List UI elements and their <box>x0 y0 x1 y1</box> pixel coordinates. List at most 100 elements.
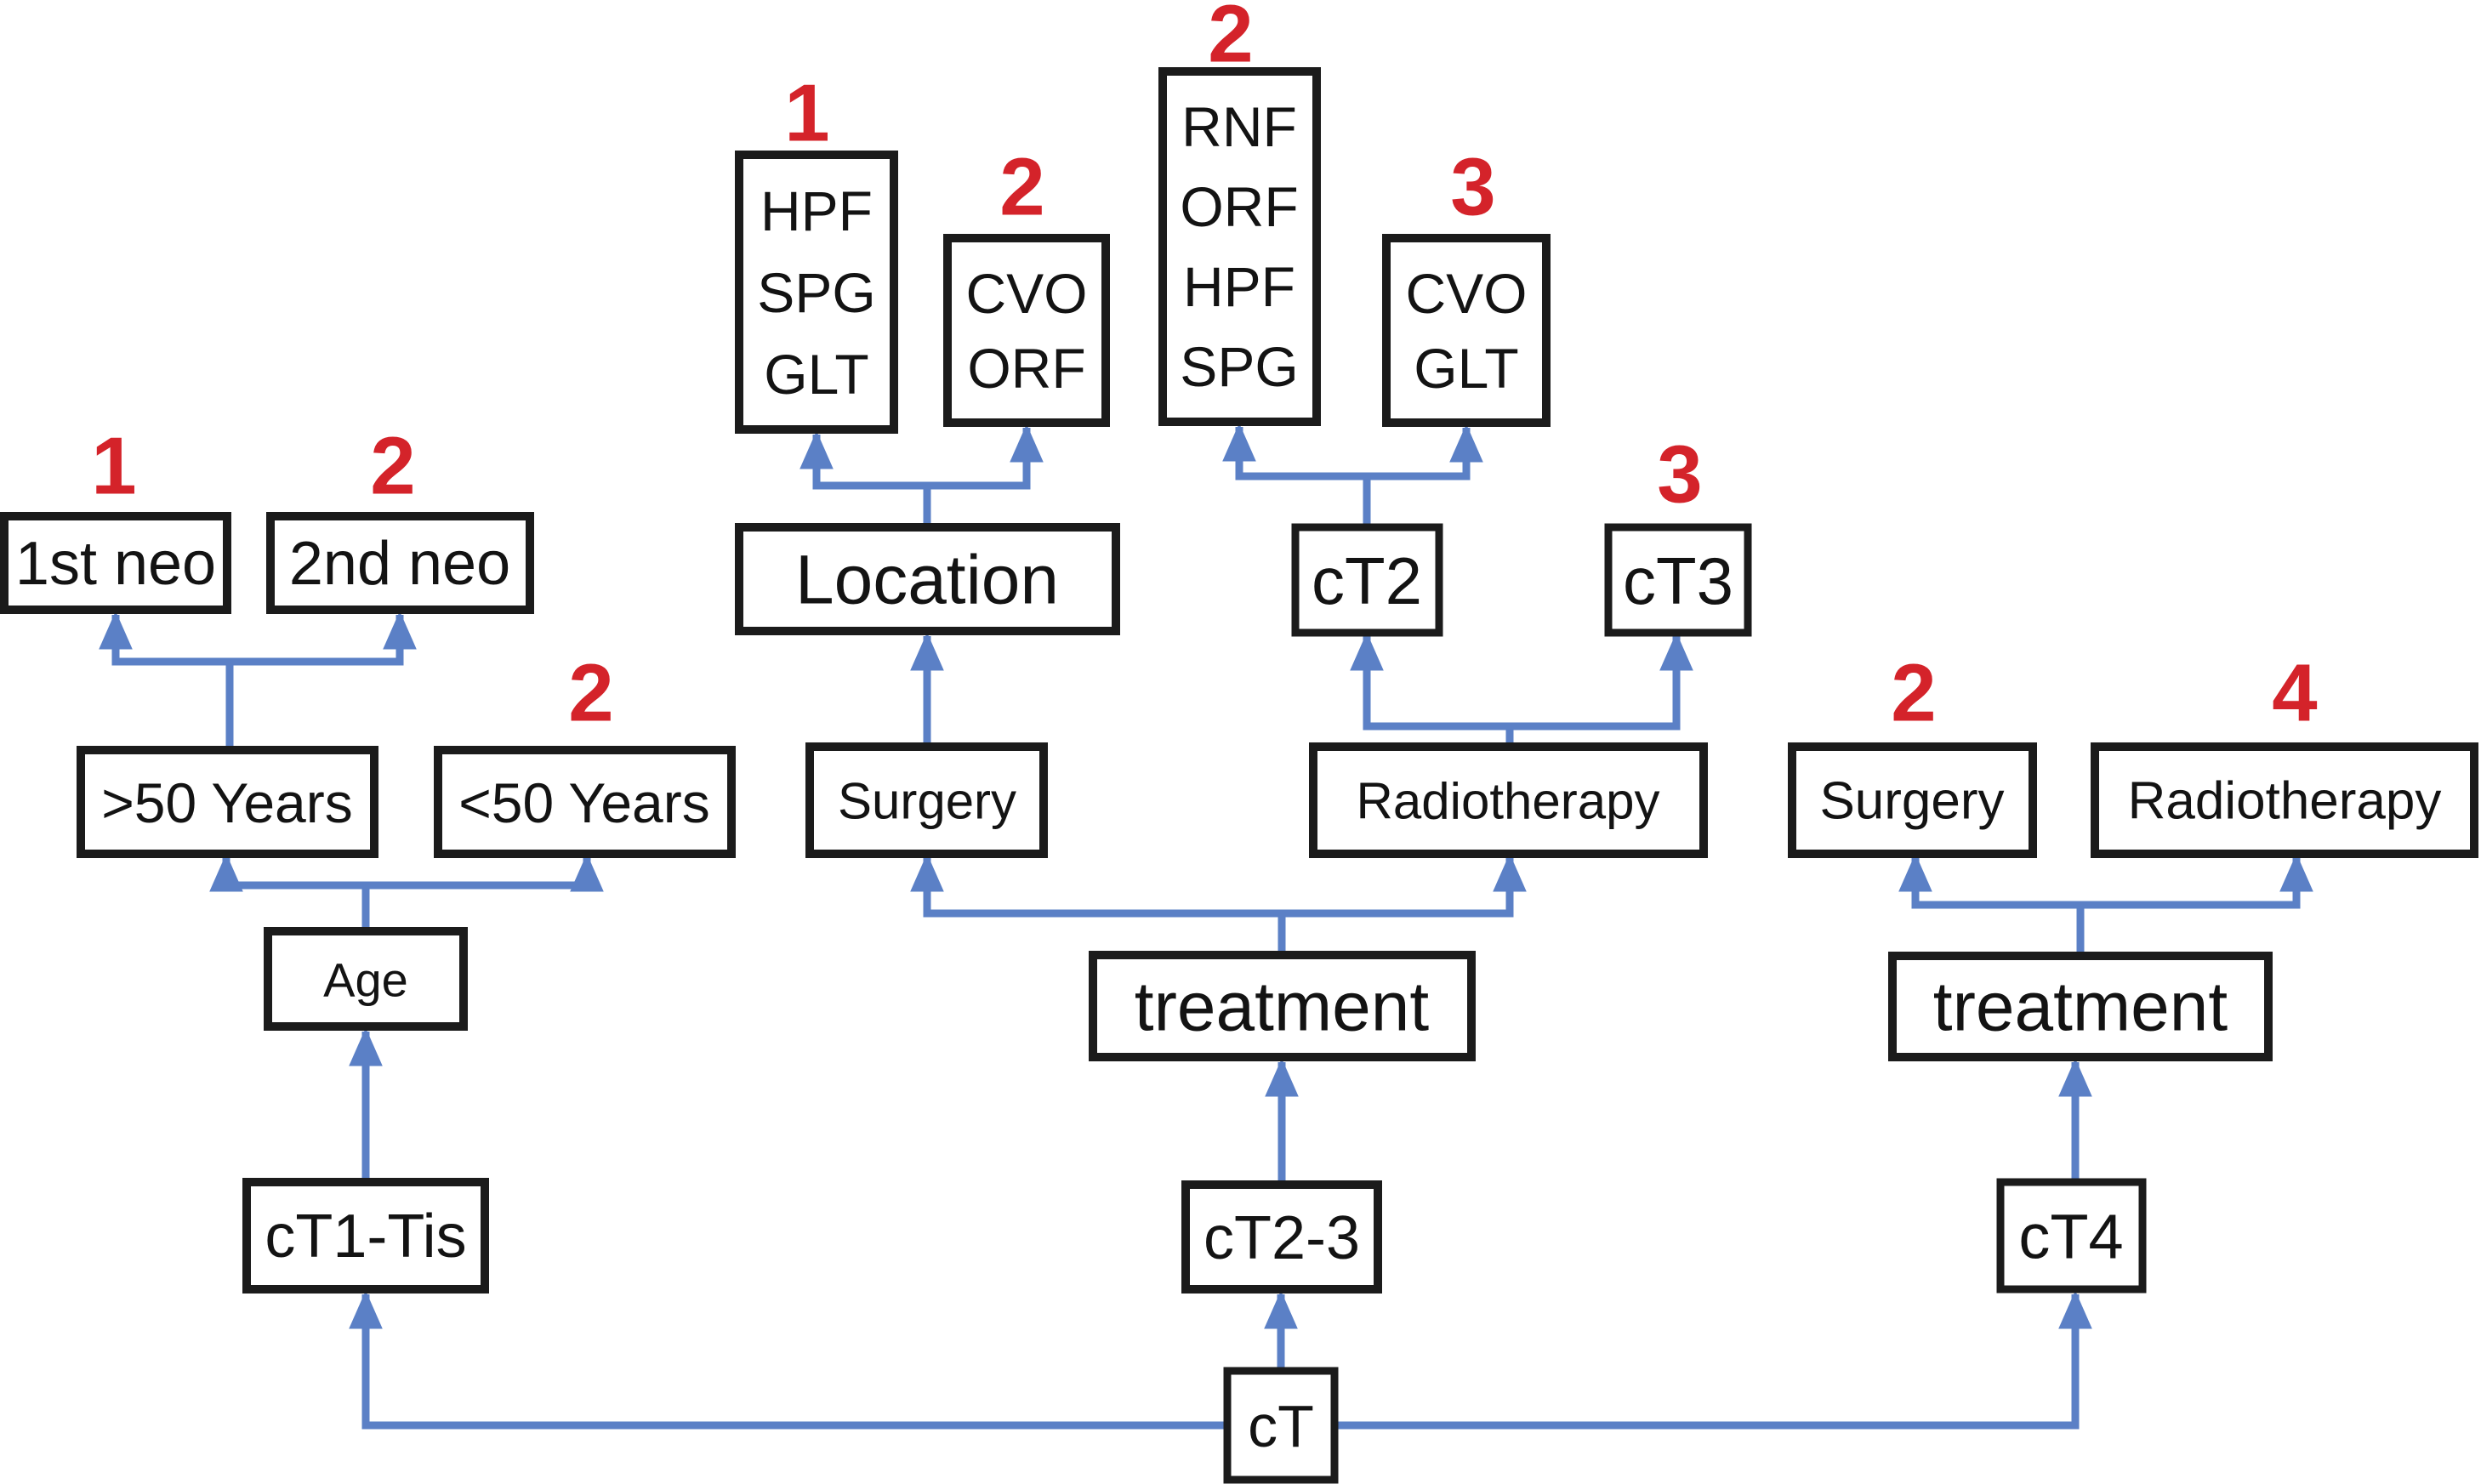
protocol-rnf-line: RNF <box>1181 95 1297 158</box>
node-surgery-middle: Surgery <box>805 742 1048 858</box>
protocol-cvo-orf-line: ORF <box>967 337 1085 400</box>
ct3-box <box>1604 523 1752 637</box>
edge-treatment-mid-to-radiotherapy-mid <box>1282 853 1527 918</box>
node-treatment-middle: treatment <box>1089 951 1476 1061</box>
protocol-rnf-line: SPG <box>1180 335 1298 398</box>
edge-location-to-cvo-orf <box>927 424 1044 490</box>
ct2-3-label: cT2-3 <box>1204 1204 1360 1272</box>
age-label: Age <box>323 953 408 1007</box>
connectors <box>99 423 2313 1430</box>
ct1-tis-label: cT1-Tis <box>265 1203 466 1271</box>
second-neo-box <box>266 512 534 614</box>
edge-location-to-hpf <box>799 430 931 527</box>
ct4-label: cT4 <box>2018 1202 2123 1272</box>
node-protocol-hpf-spg-glt: HPF SPG GLT <box>735 151 898 434</box>
node-ct: cT <box>1223 1367 1339 1484</box>
ct1-tis-box <box>242 1178 489 1294</box>
protocol-hpf-box <box>735 151 898 434</box>
protocol-cvo-glt-line: CVO <box>1405 262 1527 325</box>
node-ct3: cT3 <box>1604 523 1752 637</box>
protocol-cvo-glt-box <box>1382 234 1551 427</box>
edge-treatment-right-to-surgery-right <box>1898 853 2085 956</box>
second-neo-label: 2nd neo <box>289 530 510 598</box>
node-ct4: cT4 <box>1996 1178 2147 1294</box>
under50-box <box>434 746 736 858</box>
protocol-hpf-line: HPF <box>760 179 873 242</box>
first-neo-label: 1st neo <box>15 530 216 598</box>
node-second-neo: 2nd neo <box>266 512 534 614</box>
radiotherapy-middle-label: Radiotherapy <box>1357 773 1660 830</box>
node-ct2-3: cT2-3 <box>1181 1180 1382 1294</box>
annotation-cvo-glt: 3 <box>1450 142 1495 233</box>
location-label: Location <box>795 542 1059 619</box>
node-protocol-rnf-orf-hpf-spg: RNF ORF HPF SPG <box>1158 67 1321 426</box>
ct-label: cT <box>1248 1393 1314 1459</box>
protocol-cvo-orf-line: CVO <box>965 262 1087 325</box>
ct-box <box>1223 1367 1339 1484</box>
edge-treatment-mid-to-surgery-mid <box>910 853 1286 955</box>
radiotherapy-middle-box <box>1309 742 1708 858</box>
over50-label: >50 Years <box>101 771 352 834</box>
annotation-first-neo: 1 <box>91 421 136 512</box>
treatment-right-box <box>1888 952 2273 1061</box>
age-box <box>264 927 468 1031</box>
node-surgery-right: Surgery <box>1788 742 2037 858</box>
node-age: Age <box>264 927 468 1031</box>
under50-label: <50 Years <box>458 771 709 834</box>
ct2-box <box>1291 523 1443 637</box>
location-box <box>735 523 1120 635</box>
edge-age-to-under50 <box>366 853 604 892</box>
ct3-label: cT3 <box>1623 543 1733 618</box>
edge-ct2-to-rnf <box>1222 423 1371 526</box>
node-protocol-cvo-orf: CVO ORF <box>943 234 1110 427</box>
treatment-middle-box <box>1089 951 1476 1061</box>
node-ct2: cT2 <box>1291 523 1443 637</box>
over50-box <box>77 746 378 858</box>
protocol-rnf-line: ORF <box>1180 175 1298 238</box>
edge-over50-to-secondneo <box>230 611 417 666</box>
edge-age-to-over50 <box>209 853 370 931</box>
ct2-3-box <box>1181 1180 1382 1294</box>
edge-treatment-right-to-radiotherapy-right <box>2080 853 2313 909</box>
annotation-rnf: 2 <box>1208 0 1253 80</box>
node-location: Location <box>735 523 1120 635</box>
protocol-cvo-orf-box <box>943 234 1110 427</box>
edge-radiotherapy-mid-to-ct2 <box>1350 632 1514 746</box>
protocol-rnf-line: HPF <box>1183 255 1295 318</box>
node-over50-years: >50 Years <box>77 746 378 858</box>
treatment-right-label: treatment <box>1933 969 2228 1046</box>
annotation-second-neo: 2 <box>370 421 415 512</box>
annotations: 1 2 2 1 2 2 3 3 2 4 <box>91 0 2317 739</box>
surgery-middle-box <box>805 742 1048 858</box>
protocol-rnf-box <box>1158 67 1321 426</box>
annotation-surgery-right: 2 <box>1891 648 1936 739</box>
annotation-under50: 2 <box>568 648 613 739</box>
node-radiotherapy-middle: Radiotherapy <box>1309 742 1708 858</box>
annotation-cvo-orf: 2 <box>999 142 1044 233</box>
surgery-right-box <box>1788 742 2037 858</box>
edge-ct-to-ct1tis <box>349 1290 1227 1430</box>
edge-over50-to-firstneo <box>99 611 234 747</box>
surgery-middle-label: Surgery <box>838 773 1016 830</box>
node-first-neo: 1st neo <box>0 512 231 614</box>
annotation-ct3: 3 <box>1657 429 1702 520</box>
protocol-hpf-line: GLT <box>764 343 868 406</box>
edge-ct-to-ct4 <box>1334 1290 2092 1430</box>
edge-radiotherapy-mid-to-ct3 <box>1510 632 1693 731</box>
node-under50-years: <50 Years <box>434 746 736 858</box>
node-treatment-right: treatment <box>1888 952 2273 1061</box>
surgery-right-label: Surgery <box>1819 772 2004 831</box>
protocol-hpf-line: SPG <box>757 261 875 324</box>
annotation-radiotherapy-right: 4 <box>2272 648 2317 739</box>
edge-ct2-to-cvo-glt <box>1367 424 1483 480</box>
protocol-cvo-glt-line: GLT <box>1414 337 1518 400</box>
node-protocol-cvo-glt: CVO GLT <box>1382 234 1551 427</box>
annotation-hpf: 1 <box>784 68 829 159</box>
treatment-middle-label: treatment <box>1135 969 1430 1046</box>
radiotherapy-right-label: Radiotherapy <box>2128 772 2442 831</box>
node-ct1-tis: cT1-Tis <box>242 1178 489 1294</box>
radiotherapy-right-box <box>2091 742 2478 858</box>
first-neo-box <box>0 512 231 614</box>
